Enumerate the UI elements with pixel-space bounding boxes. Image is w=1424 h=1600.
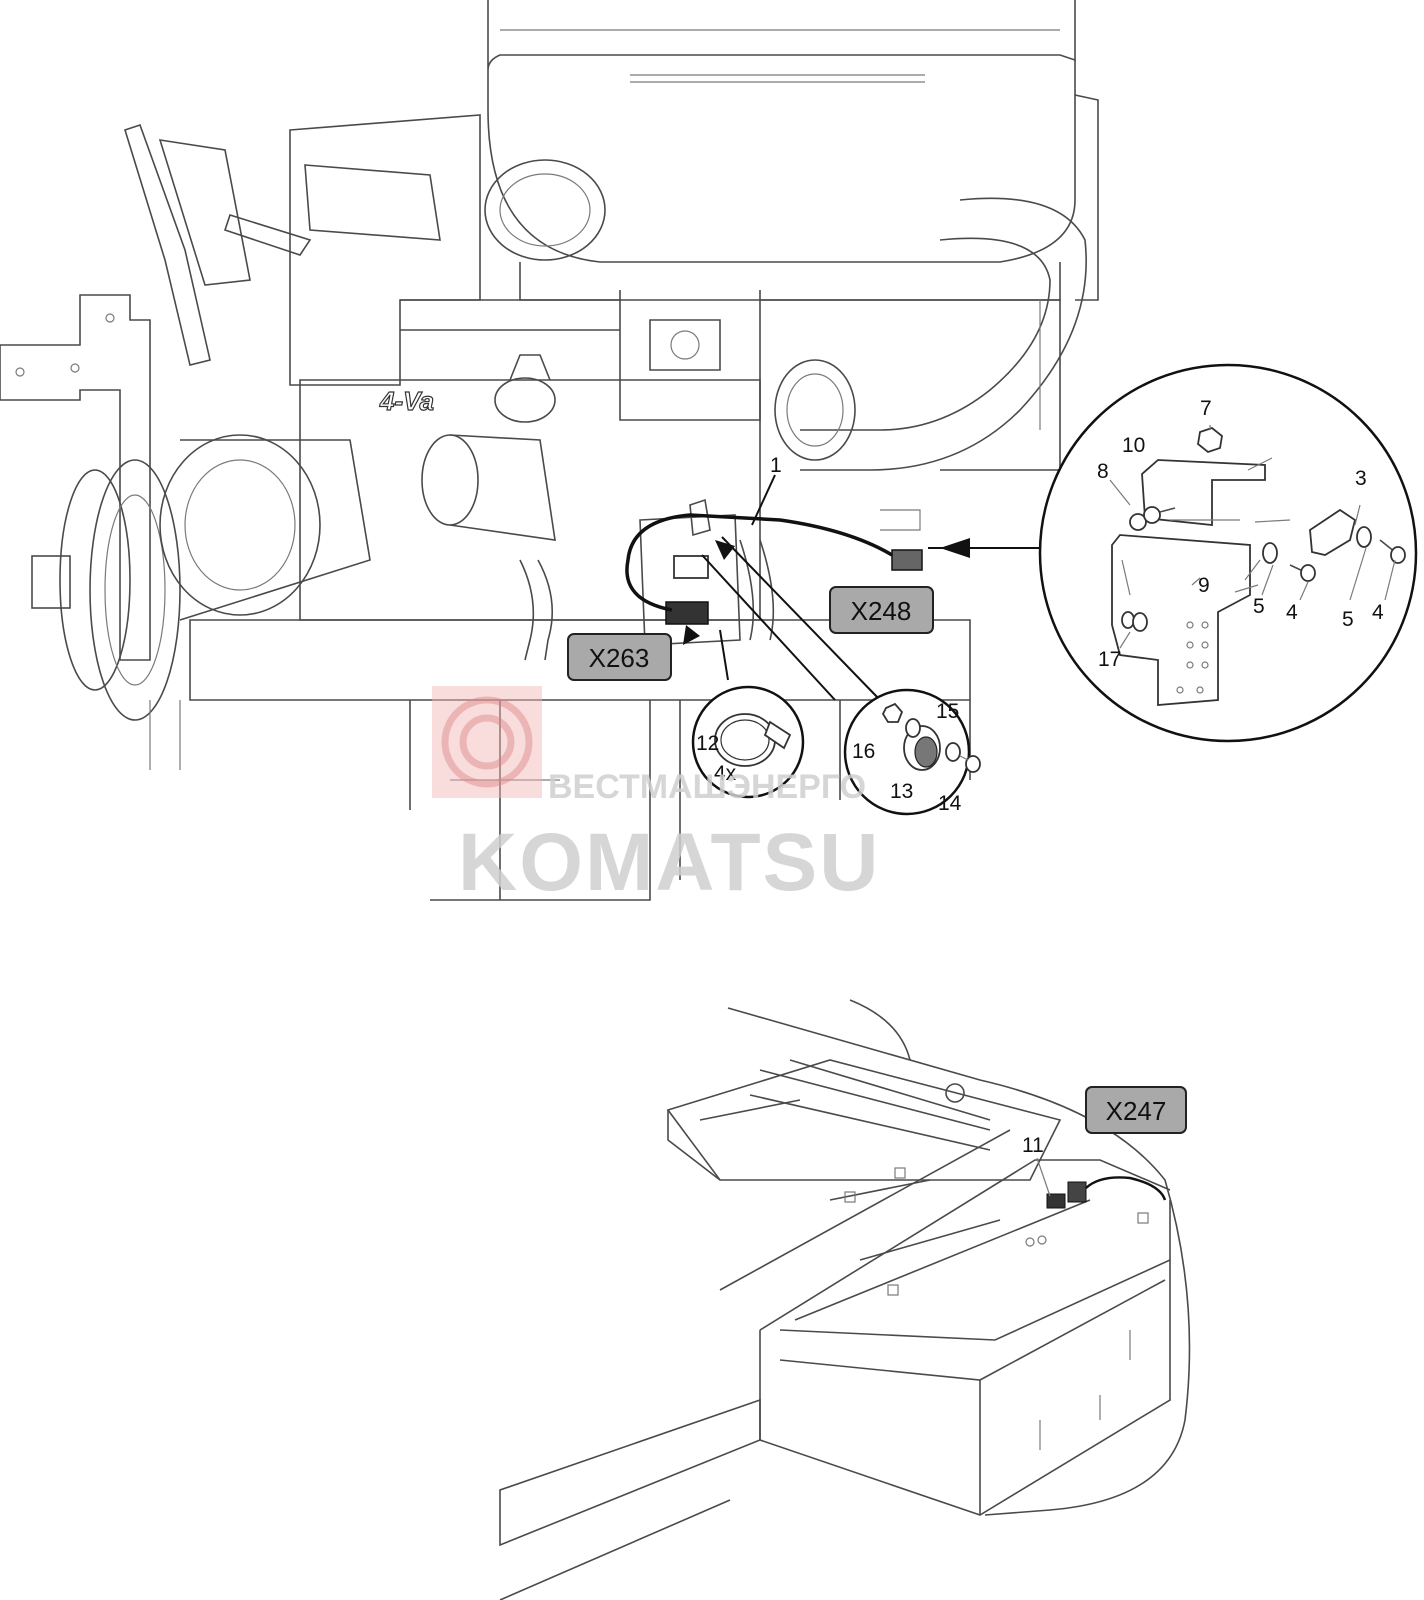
watermark: ВЕСТМАШЭНЕРГО KOMATSU (432, 686, 880, 908)
clamp-detail-view: 15 16 13 14 (843, 688, 981, 816)
callout-10: 10 (1122, 434, 1145, 457)
watermark-logo-block (432, 686, 542, 798)
callout-3: 3 (1355, 467, 1367, 490)
cable-tie-detail-view: 12 4x (691, 685, 805, 799)
connector-tag-x247: X247 (1085, 1086, 1187, 1134)
watermark-brand: KOMATSU (458, 817, 880, 908)
connector-label-x263: X263 (589, 643, 650, 673)
callout-4a: 4 (1286, 601, 1298, 624)
connector-x247-plug (1046, 1193, 1066, 1209)
connector-x263-plug (665, 601, 709, 625)
callout-8: 8 (1097, 460, 1109, 483)
callout-12-quantity: 4x (714, 762, 737, 785)
arrow-head (715, 540, 735, 560)
nut-7 (1197, 426, 1223, 454)
callout-5a: 5 (1253, 595, 1265, 618)
connector-x247-socket (1067, 1181, 1087, 1203)
bolt-8 (1129, 506, 1176, 531)
callout-12: 12 (696, 732, 719, 755)
callout-5b: 5 (1342, 608, 1354, 631)
leader-lines (683, 474, 1050, 701)
frame-drawing: 11 (499, 999, 1191, 1600)
connector-x248-plug (891, 549, 923, 571)
connector-label-x247: X247 (1106, 1096, 1167, 1126)
connector-socket-upper (673, 555, 709, 579)
x247-cable (1085, 1176, 1167, 1201)
engine-assembly-drawing (0, 0, 1099, 901)
callout-13: 13 (890, 780, 913, 803)
wiring-harness (625, 513, 893, 612)
callout-7: 7 (1200, 397, 1212, 420)
connector-label-x248: X248 (851, 596, 912, 626)
control-unit (625, 498, 923, 646)
arrow-head (940, 538, 970, 558)
callout-4b: 4 (1372, 601, 1384, 624)
washer-5a (1262, 542, 1278, 564)
bracket-holes (1176, 621, 1209, 694)
callout-11: 11 (1022, 1134, 1044, 1157)
arrow-head (683, 625, 700, 645)
bolt-17 (1121, 611, 1148, 632)
callout-1: 1 (770, 454, 782, 477)
bracket-detail-view: 7 10 8 3 9 5 4 5 4 17 (1038, 363, 1418, 743)
washer-5b (1356, 526, 1372, 548)
engine-cast-lettering: 4-Va (379, 386, 434, 416)
connector-tag-x263: X263 (567, 633, 672, 681)
callout-14: 14 (938, 792, 962, 815)
watermark-subtitle: ВЕСТМАШЭНЕРГО (548, 768, 866, 806)
bolt-4a (1289, 564, 1316, 582)
callout-15: 15 (936, 700, 959, 723)
bolt-4b (1379, 539, 1406, 564)
callout-16: 16 (852, 740, 875, 763)
connector-tag-x248: X248 (829, 586, 934, 634)
callout-9: 9 (1198, 574, 1210, 597)
callout-17: 17 (1098, 648, 1121, 671)
